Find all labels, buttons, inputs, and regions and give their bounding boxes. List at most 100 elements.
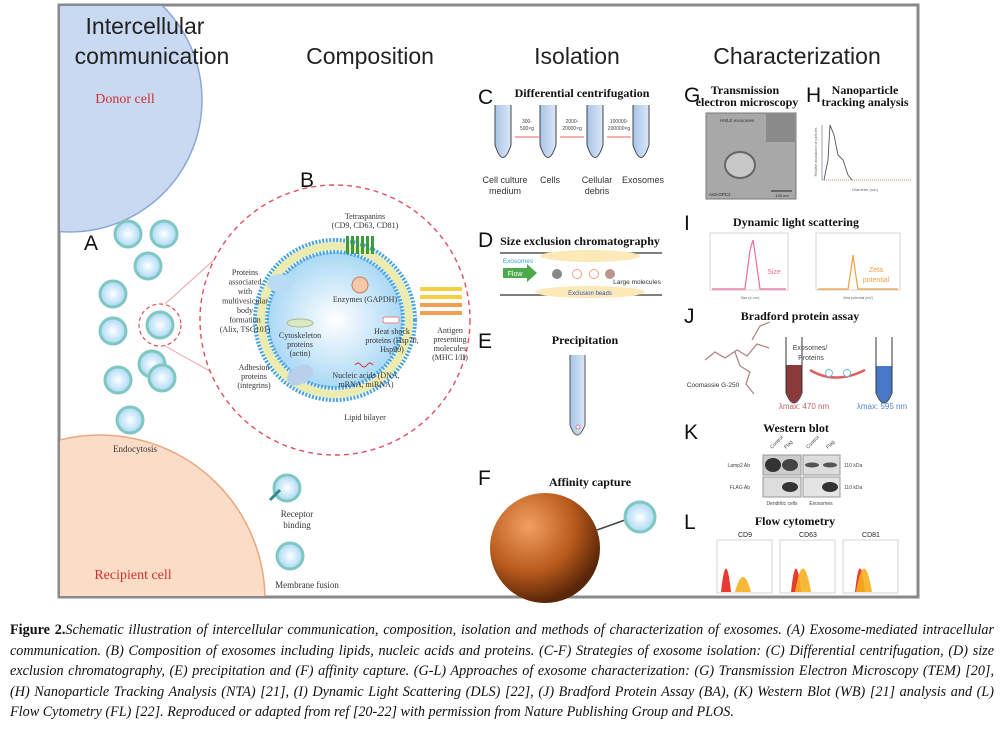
- dls-zeta-curve: [818, 254, 898, 290]
- flow-arrow-icon: [503, 264, 537, 282]
- header-composition: Composition: [306, 43, 434, 69]
- membrane-fusion-label: Membrane fusion: [275, 580, 339, 590]
- label-line: proteins: [287, 340, 313, 349]
- speed-label: 100000-: [610, 119, 629, 125]
- dls-zeta-label: Zeta: [869, 267, 883, 274]
- dls-size-xlabel: Size (d. nm): [741, 296, 760, 300]
- exclusion-bead: [540, 250, 640, 262]
- blot-band-area: [802, 454, 841, 476]
- lane-label: Flag: [825, 439, 836, 450]
- exosomes-label: Exosomes: [503, 258, 534, 265]
- figure-2: Intercellular communication Composition …: [57, 3, 920, 603]
- speed-label: 200000×g: [608, 126, 631, 132]
- speed-label: 300-: [522, 119, 532, 125]
- antibody-linker: [596, 519, 626, 531]
- arrow-label: Exosomes/: [793, 345, 828, 352]
- label-line: multivesicular: [222, 297, 268, 306]
- dye-label: Coomassie G-250: [687, 382, 740, 389]
- row-label: FLAG Ab: [730, 485, 751, 491]
- lipid-bilayer-inner: [265, 250, 405, 390]
- kda-label: 110 kDa: [844, 463, 862, 469]
- band: [782, 459, 798, 471]
- band: [765, 458, 781, 472]
- marker-label: CD81: [862, 532, 880, 539]
- panel-letter-h: H: [806, 84, 821, 107]
- actin-icon: [286, 318, 314, 328]
- histogram-frame: [842, 539, 899, 594]
- tube-label: Cells: [540, 175, 561, 185]
- enzyme-icon: [351, 276, 369, 294]
- reaction-arrow: [809, 368, 866, 379]
- nta-xlabel: Diameter (nm): [852, 187, 878, 192]
- panel-letter-f: F: [478, 467, 491, 490]
- centrifuge-tube: [494, 105, 512, 158]
- integrin-icon: [287, 364, 313, 386]
- panel-c-title: Differential centrifugation: [515, 86, 650, 100]
- donor-cell: [60, 6, 203, 233]
- precipitation-tube: [569, 355, 586, 436]
- header-communication: Intercellular: [86, 13, 205, 39]
- lipid-bilayer-outer: [253, 238, 417, 402]
- nta-ylabel: Relative abundance of particles: [814, 127, 818, 176]
- tube-label: Exosomes: [622, 175, 665, 185]
- label-line: Antigen: [437, 326, 463, 335]
- exosome-vesicle: [133, 251, 163, 281]
- recipient-cell-label: Recipient cell: [94, 568, 171, 583]
- dls-zeta-label-2: potential: [863, 277, 890, 284]
- exosome-vesicle: [145, 310, 175, 340]
- exosome-vesicle: [147, 363, 177, 393]
- endocytosis-label: Endocytosis: [113, 444, 157, 454]
- exosome-vesicle: [275, 541, 305, 571]
- exosome-vesicle: [115, 405, 145, 435]
- label-line: (MHC I/II): [432, 353, 468, 362]
- label-line: Proteins: [232, 268, 258, 277]
- centrifugation-tubes: Cell culturemedium300-500×gCells2000-200…: [482, 105, 665, 196]
- recipient-cell: [60, 434, 266, 596]
- large-molecules-label: Large molecules: [613, 279, 661, 286]
- label-line: presenting: [433, 335, 466, 344]
- histogram-sample: [856, 568, 872, 592]
- panel-g-title: Transmission: [711, 83, 780, 97]
- histogram-sample: [735, 577, 751, 592]
- marker-label: CD9: [738, 532, 752, 539]
- mvb-proteins-label: Proteinsassociatedwithmultivesicularbody…: [220, 268, 271, 334]
- lambda-before: λmax: 470 nm: [779, 402, 830, 411]
- lane-label: Flag: [783, 439, 794, 450]
- kda-label: 110 kDa: [844, 485, 862, 491]
- lipid-bilayer-label: Lipid bilayer: [344, 413, 386, 422]
- label-line: (actin): [290, 349, 311, 358]
- particle: [572, 269, 582, 279]
- captured-exosome: [623, 500, 657, 534]
- group-label: Exosomes: [809, 501, 833, 507]
- panel-letter-a: A: [84, 232, 98, 255]
- exosome-vesicle: [113, 219, 143, 249]
- panel-h-title-2: tracking analysis: [821, 95, 908, 109]
- panel-letter-g: G: [684, 84, 700, 107]
- group-label: Dendritic cells: [766, 501, 798, 507]
- exosome-vesicle: [98, 316, 128, 346]
- label-line: molecules: [434, 344, 466, 353]
- tetraspanins-label: Tetraspanins: [345, 212, 385, 221]
- label-line: proteins: [241, 372, 267, 381]
- centrifuge-tube: [632, 105, 650, 158]
- panel-letter-j: J: [684, 305, 695, 328]
- panel-letter-k: K: [684, 421, 698, 444]
- panel-l-title: Flow cytometry: [755, 514, 835, 528]
- label-line: Hsp90): [380, 345, 404, 354]
- coomassie-structure: [704, 321, 771, 395]
- panel-e-title: Precipitation: [552, 333, 619, 347]
- panel-h-title: Nanoparticle: [832, 83, 899, 97]
- tetraspanins-label-2: (CD9, CD63, CD81): [332, 221, 399, 230]
- lipid-bilayer-tails: [257, 242, 413, 398]
- label-line: mRNA, miRNA): [338, 380, 393, 389]
- histogram-control: [719, 568, 731, 592]
- panel-letter-c: C: [478, 86, 493, 109]
- header-communication-2: communication: [75, 43, 230, 69]
- exosome-vesicle: [149, 219, 179, 249]
- exosome-vesicle: [272, 473, 302, 503]
- label-line: Adhesion: [239, 363, 270, 372]
- receptor-binding-label: Receptor: [281, 509, 313, 519]
